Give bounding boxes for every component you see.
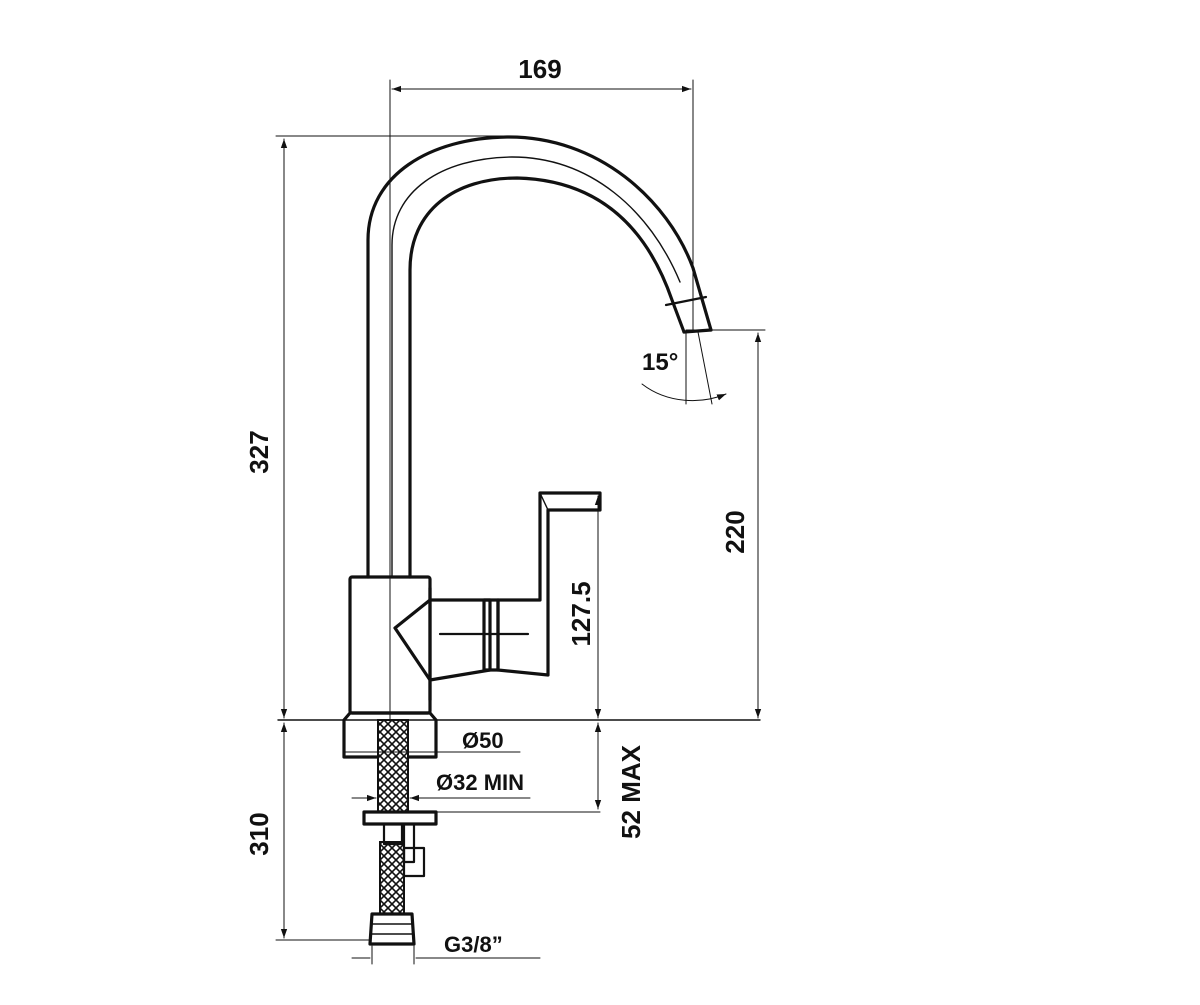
label-base-diameter: Ø50 [462, 728, 504, 753]
label-hose-length: 310 [244, 812, 274, 855]
braided-hose-lower [379, 841, 405, 915]
label-total-height: 327 [244, 430, 274, 473]
spout-inner-line [408, 176, 686, 579]
fixing-rod [402, 822, 416, 864]
faucet-body [277, 135, 761, 946]
label-hole-diameter: Ø32 MIN [436, 770, 524, 795]
thread-connector-lines [370, 923, 414, 935]
dimension-labels: 169 327 220 127.5 52 MAX 310 Ø50 Ø32 MIN… [244, 54, 750, 957]
dim-d32-extension [377, 789, 409, 813]
spout-outer-line [366, 135, 713, 579]
label-max-deck: 52 MAX [616, 744, 646, 839]
angle-15-ray-tilted [697, 331, 713, 405]
lever-handle-face [539, 492, 549, 511]
fixing-plate [362, 810, 438, 826]
label-spout-height: 220 [720, 510, 750, 553]
spout-center-line [391, 156, 681, 578]
angle-15-arc [641, 383, 727, 402]
fixing-nut [402, 846, 426, 878]
braided-hose [377, 719, 409, 813]
label-connection-thread: G3/8” [444, 932, 503, 957]
aerator-ring [664, 295, 708, 307]
thread-connector [368, 912, 416, 946]
label-spout-reach: 169 [518, 54, 561, 84]
label-handle-height: 127.5 [566, 581, 596, 646]
fixing-stud [382, 822, 404, 846]
dim-g38-extension [371, 945, 415, 965]
cartridge-housing [393, 586, 492, 702]
label-swivel-angle: 15° [642, 349, 678, 376]
dimensions [275, 79, 766, 965]
